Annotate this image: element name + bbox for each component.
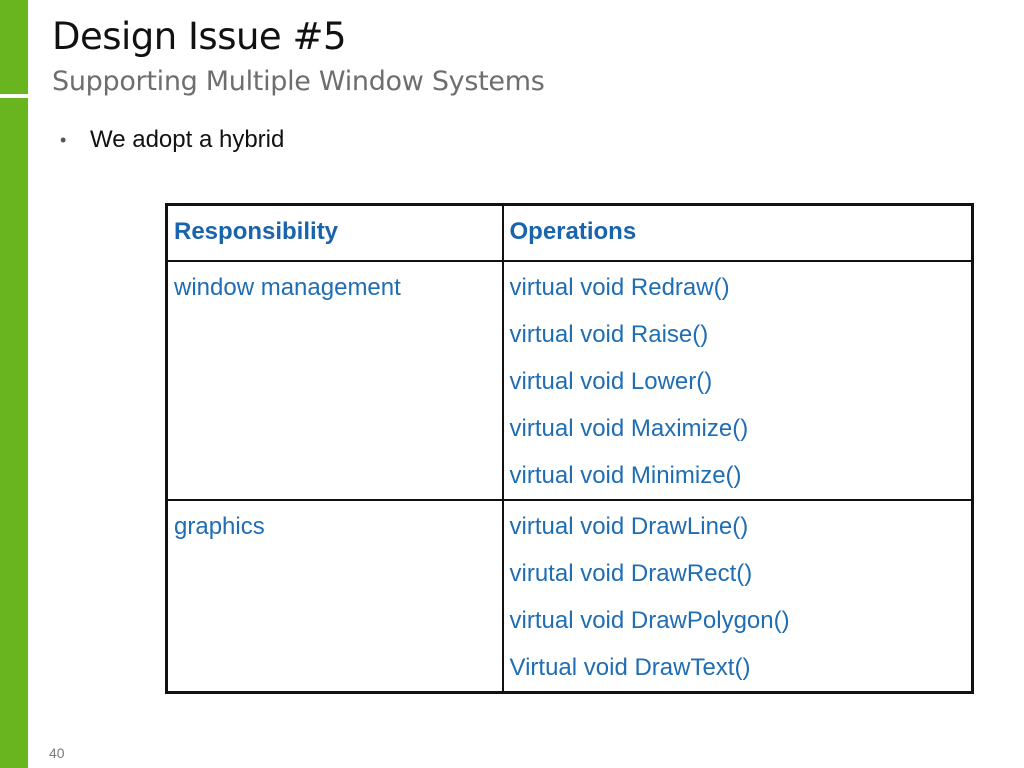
accent-bar-gap [28,0,31,768]
header-responsibility: Responsibility [165,203,504,262]
operation-item: Virtual void DrawText() [509,654,751,681]
slide-title: Design Issue #5 [52,15,347,58]
header-operations: Operations [501,203,974,262]
slide-subtitle: Supporting Multiple Window Systems [52,66,545,97]
page-number: 40 [49,745,65,761]
operation-item: virutal void DrawRect() [509,560,753,587]
table-header-row: Responsibility Operations [165,203,974,262]
responsibility-table: Responsibility Operations window managem… [165,203,974,694]
operation-item: virtual void Raise() [509,321,709,348]
accent-bar [0,0,28,768]
operation-item: virtual void Minimize() [509,462,742,489]
cell-responsibility: graphics [165,499,504,694]
bullet-text: We adopt a hybrid [90,126,285,153]
table-row: graphics virtual void DrawLine() virutal… [165,499,974,694]
cell-responsibility: window management [165,260,504,501]
cell-operations: virtual void DrawLine() virutal void Dra… [501,499,974,694]
accent-bar-divider [0,94,28,98]
bullet-icon: • [60,130,67,150]
table-row: window management virtual void Redraw() … [165,260,974,501]
operation-item: virtual void Redraw() [509,274,730,301]
operation-item: virtual void DrawPolygon() [509,607,790,634]
cell-operations: virtual void Redraw() virtual void Raise… [501,260,974,501]
operation-item: virtual void DrawLine() [509,513,749,540]
operation-item: virtual void Lower() [509,368,713,395]
bullet-item: • We adopt a hybrid [60,124,284,156]
operation-item: virtual void Maximize() [509,415,749,442]
